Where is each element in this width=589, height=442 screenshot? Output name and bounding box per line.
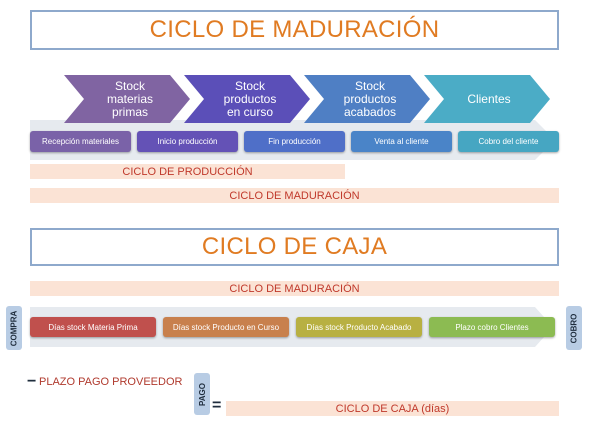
payment-tab: PAGO bbox=[194, 373, 210, 415]
chevron-label-line: en curso bbox=[227, 105, 273, 119]
production-cycle-band: CICLO DE PRODUCCIÓN bbox=[30, 164, 345, 179]
milestone-label: Recepción materiales bbox=[42, 137, 119, 146]
maturation-cycle-title-box: CICLO DE MADURACIÓN bbox=[30, 10, 559, 50]
chevron-shape bbox=[184, 75, 310, 123]
chevron-label-line: productos bbox=[224, 92, 277, 106]
cash-cycle-background-arrow bbox=[30, 307, 553, 347]
chevron-shape bbox=[64, 75, 190, 123]
chevron-shape bbox=[304, 75, 430, 123]
production-cycle-label: CICLO DE PRODUCCIÓN bbox=[122, 165, 253, 178]
segment-label: Días stock Producto Acabado bbox=[306, 322, 412, 332]
milestone-label: Inicio producción bbox=[157, 137, 218, 146]
equals-symbol: = bbox=[212, 398, 221, 414]
collection-tab-label: COBRO bbox=[569, 313, 579, 343]
chevron-label-line: Stock bbox=[115, 79, 146, 93]
cash-cycle-result-band: CICLO DE CAJA (días) bbox=[226, 401, 559, 416]
chevron-clients: Clientes bbox=[424, 75, 550, 123]
supplier-payment-text: PLAZO PAGO PROVEEDOR bbox=[39, 376, 183, 388]
milestone-label: Fin producción bbox=[268, 137, 321, 146]
milestone-sale: Venta al cliente bbox=[351, 131, 452, 152]
segment-in-progress-days: Días stock Producto en Curso bbox=[163, 317, 289, 337]
cash-cycle-result-label: CICLO DE CAJA (días) bbox=[335, 402, 450, 415]
milestone-production-start: Inicio producción bbox=[137, 131, 238, 152]
equals-symbol-text: = bbox=[212, 397, 222, 414]
milestone-collection: Cobro del cliente bbox=[458, 131, 559, 152]
chevron-label-line: materias bbox=[107, 92, 153, 106]
maturation-cycle-title: CICLO DE MADURACIÓN bbox=[149, 16, 440, 43]
maturation-cycle-label: CICLO DE MADURACIÓN bbox=[229, 189, 360, 202]
milestone-reception: Recepción materiales bbox=[30, 131, 131, 152]
payment-tab-label: PAGO bbox=[197, 382, 207, 406]
chevron-label-line: Stock bbox=[235, 79, 266, 93]
segment-finished-days: Días stock Producto Acabado bbox=[296, 317, 422, 337]
cash-cycle-title-box: CICLO DE CAJA bbox=[30, 228, 559, 266]
segment-raw-material-days: Días stock Materia Prima bbox=[30, 317, 156, 337]
chevron-shape bbox=[424, 75, 550, 123]
segment-label: Días stock Producto en Curso bbox=[172, 322, 280, 332]
segment-label: Plazo cobro Clientes bbox=[455, 322, 529, 332]
cash-cycle-title: CICLO DE CAJA bbox=[201, 233, 388, 260]
collection-tab: COBRO bbox=[566, 306, 582, 350]
chevron-label-line: Clientes bbox=[467, 92, 510, 106]
minus-symbol-text: − bbox=[27, 373, 37, 390]
minus-symbol: − bbox=[27, 374, 36, 390]
milestone-production-end: Fin producción bbox=[244, 131, 345, 152]
milestone-label: Venta al cliente bbox=[374, 137, 429, 146]
milestone-label: Cobro del cliente bbox=[478, 137, 539, 146]
purchase-tab: COMPRA bbox=[6, 306, 22, 350]
cash-maturation-band: CICLO DE MADURACIÓN bbox=[30, 281, 559, 296]
chevron-label-line: acabados bbox=[344, 105, 396, 119]
segment-label: Días stock Materia Prima bbox=[48, 322, 138, 332]
purchase-tab-label: COMPRA bbox=[9, 310, 19, 346]
supplier-payment-label: PLAZO PAGO PROVEEDOR bbox=[39, 376, 182, 388]
chevron-label-line: productos bbox=[344, 92, 397, 106]
chevron-label-line: Stock bbox=[355, 79, 386, 93]
cash-maturation-label: CICLO DE MADURACIÓN bbox=[229, 282, 360, 295]
maturation-cycle-band: CICLO DE MADURACIÓN bbox=[30, 188, 559, 203]
chevron-label: Clientes bbox=[467, 92, 510, 106]
segment-client-collection: Plazo cobro Clientes bbox=[429, 317, 555, 337]
chevron-label-line: primas bbox=[112, 105, 148, 119]
